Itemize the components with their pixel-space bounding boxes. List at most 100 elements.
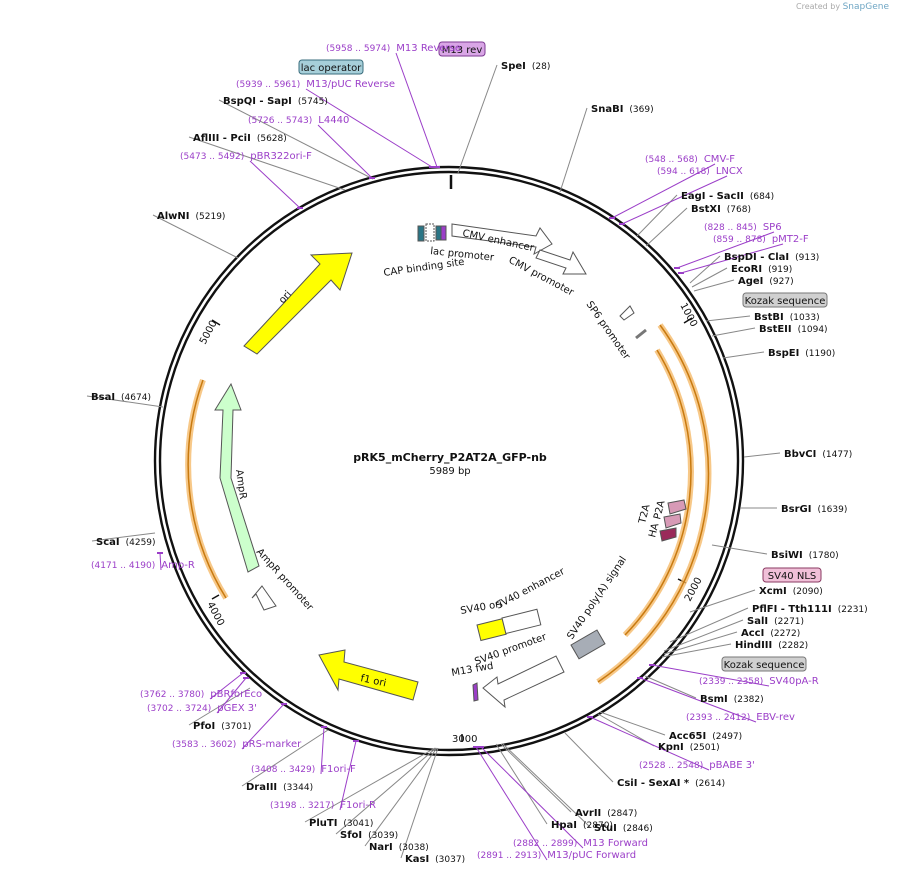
- enzyme-name: SnaBI: [591, 104, 623, 115]
- primer-leader-f1ori-f: [320, 726, 325, 775]
- enzyme-leader-spei: [457, 64, 498, 174]
- primer-site-prs-marker: [281, 703, 287, 705]
- t2a-feature: [663, 513, 682, 529]
- primer-leader-m13-reverse: [395, 52, 438, 168]
- primer-position: (594 .. 618): [657, 167, 710, 177]
- tick-label-5000: 5000: [198, 319, 220, 347]
- enzyme-leader-stui: [502, 743, 591, 828]
- enzyme-name: BstXI: [691, 204, 721, 215]
- enzyme-leader-pfoi: [188, 687, 251, 726]
- primer-position: (5958 .. 5974): [326, 44, 390, 54]
- primer-position: (2882 .. 2899): [513, 839, 577, 849]
- enzyme-position: (2282): [778, 641, 808, 651]
- enzyme-position: (1780): [809, 551, 839, 561]
- enzyme-position: (5219): [196, 212, 226, 222]
- enzyme-label-scai: ScaI(4259): [96, 537, 156, 548]
- enzyme-name: PflFI - Tth111I: [752, 604, 832, 615]
- primer-label-pgex-3: (3702 .. 3724)pGEX 3': [147, 703, 257, 714]
- enzyme-label-nari: NarI(3038): [369, 842, 429, 853]
- primer-name: CMV-F: [704, 154, 735, 165]
- primer-label-sp6: (828 .. 845)SP6: [704, 222, 782, 233]
- enzyme-label-bsiwi: BsiWI(1780): [771, 550, 839, 561]
- primer-leader-pbabe-3: [589, 716, 710, 771]
- enzyme-label-bstbi: BstBI(1033): [754, 312, 820, 323]
- primer-site-m13-forward: [478, 746, 484, 748]
- primer-position: (3702 .. 3724): [147, 704, 211, 714]
- primer-site-sv40pa-r: [649, 664, 655, 666]
- enzyme-leader-afliii-pcii: [188, 136, 346, 191]
- enzyme-label-bsai: BsaI(4674): [91, 392, 151, 403]
- enzyme-position: (919): [768, 265, 792, 275]
- enzyme-label-bsmi: BsmI(2382): [700, 694, 764, 705]
- primer-position: (2393 .. 2412): [686, 713, 750, 723]
- enzyme-name: BstEII: [759, 324, 792, 335]
- primer-leader-pmt2-f: [680, 243, 784, 274]
- enzyme-position: (5628): [257, 134, 287, 144]
- primer-name: F1ori-R: [340, 800, 376, 811]
- primer-position: (3198 .. 3217): [270, 801, 334, 811]
- enzyme-name: Acc65I: [669, 731, 706, 742]
- primer-label-m13-reverse: (5958 .. 5974)M13 Reverse: [326, 43, 461, 54]
- enzyme-name: PluTI: [309, 818, 337, 829]
- enzyme-label-avrii: AvrII(2847): [575, 808, 637, 819]
- orf-arc-left-inner: [187, 379, 227, 599]
- enzyme-leader-bsmi: [644, 675, 697, 699]
- enzyme-leader-acci: [663, 631, 738, 655]
- primer-site-pmt2-f: [678, 272, 684, 274]
- enzyme-position: (2870): [583, 821, 613, 831]
- feature-box-label-lac-operator: lac operator: [301, 63, 362, 74]
- feature-box-m13-rev: [438, 41, 486, 57]
- primer-site-amp-r: [157, 552, 163, 554]
- sv40-ori-feature: [476, 618, 507, 642]
- enzyme-leader-sali: [663, 619, 744, 652]
- ha-feature: [659, 527, 677, 542]
- enzyme-name: AflIII - PciI: [193, 133, 251, 144]
- primer-name: SP6: [763, 222, 782, 233]
- primer-site-m13-reverse: [434, 166, 440, 168]
- primer-label-pbabe-3: (2528 .. 2548)pBABE 3': [639, 760, 755, 771]
- enzyme-label-afliii-pcii: AflIII - PciI (5628): [193, 133, 287, 144]
- primer-site-f1ori-f: [321, 726, 327, 728]
- ampr-promoter-arrow: [251, 585, 277, 611]
- primer-leader-l4440: [317, 124, 373, 179]
- backbone-outer-ring: [153, 165, 745, 757]
- primer-position: (3408 .. 3429): [251, 765, 315, 775]
- feature-box-kozak-sequence: [742, 292, 828, 308]
- ampr-arrow: [214, 382, 260, 573]
- t2a-label: T2A: [637, 503, 653, 526]
- enzyme-label-csii-sexai: CsiI - SexAI *(2614): [617, 778, 725, 789]
- enzyme-leader-pluti: [304, 747, 436, 823]
- primer-label-lncx: (594 .. 618)LNCX: [657, 166, 743, 177]
- enzyme-leader-bspqi-sapi: [218, 99, 374, 180]
- enzyme-position: (1033): [790, 313, 820, 323]
- primer-name: F1ori-F: [321, 764, 356, 775]
- enzyme-position: (3037): [435, 855, 465, 865]
- primer-leader-pbr322ori-f: [249, 160, 301, 209]
- enzyme-position: (4674): [121, 393, 151, 403]
- primer-name: M13/pUC Reverse: [306, 79, 395, 90]
- primer-leader-prs-marker: [241, 703, 285, 750]
- primer-leader-m13-forward: [480, 746, 584, 849]
- enzyme-label-bspei: BspEI(1190): [768, 348, 835, 359]
- enzyme-name: HpaI: [551, 820, 577, 831]
- primer-leader-lncx: [621, 175, 728, 225]
- sp6-promoter-arrow: [619, 305, 635, 321]
- enzyme-position: (3039): [368, 831, 398, 841]
- enzyme-label-snabi: SnaBI(369): [591, 104, 654, 115]
- enzyme-name: SpeI: [501, 61, 526, 72]
- enzyme-leader-bsai: [86, 395, 164, 408]
- enzyme-leader-pflfi-tth111i: [669, 607, 749, 643]
- enzyme-label-bsrgi: BsrGI(1639): [781, 504, 847, 515]
- primer-label-l4440: (5726 .. 5743)L4440: [248, 115, 349, 126]
- enzyme-leader-bstbi: [705, 315, 751, 322]
- enzyme-label-agei: AgeI(927): [738, 276, 794, 287]
- primer-position: (4171 .. 4190): [91, 561, 155, 571]
- enzyme-name: BspQI - SapI: [223, 96, 292, 107]
- enzyme-name: DraIII: [246, 782, 277, 793]
- ori-arrow: [243, 252, 353, 355]
- enzyme-position: (2846): [623, 824, 653, 834]
- primer-leader-sv40pa-r: [651, 664, 770, 687]
- sp6-promoter-label: SP6 promoter: [584, 299, 633, 362]
- primer-site-f1ori-r: [353, 740, 359, 742]
